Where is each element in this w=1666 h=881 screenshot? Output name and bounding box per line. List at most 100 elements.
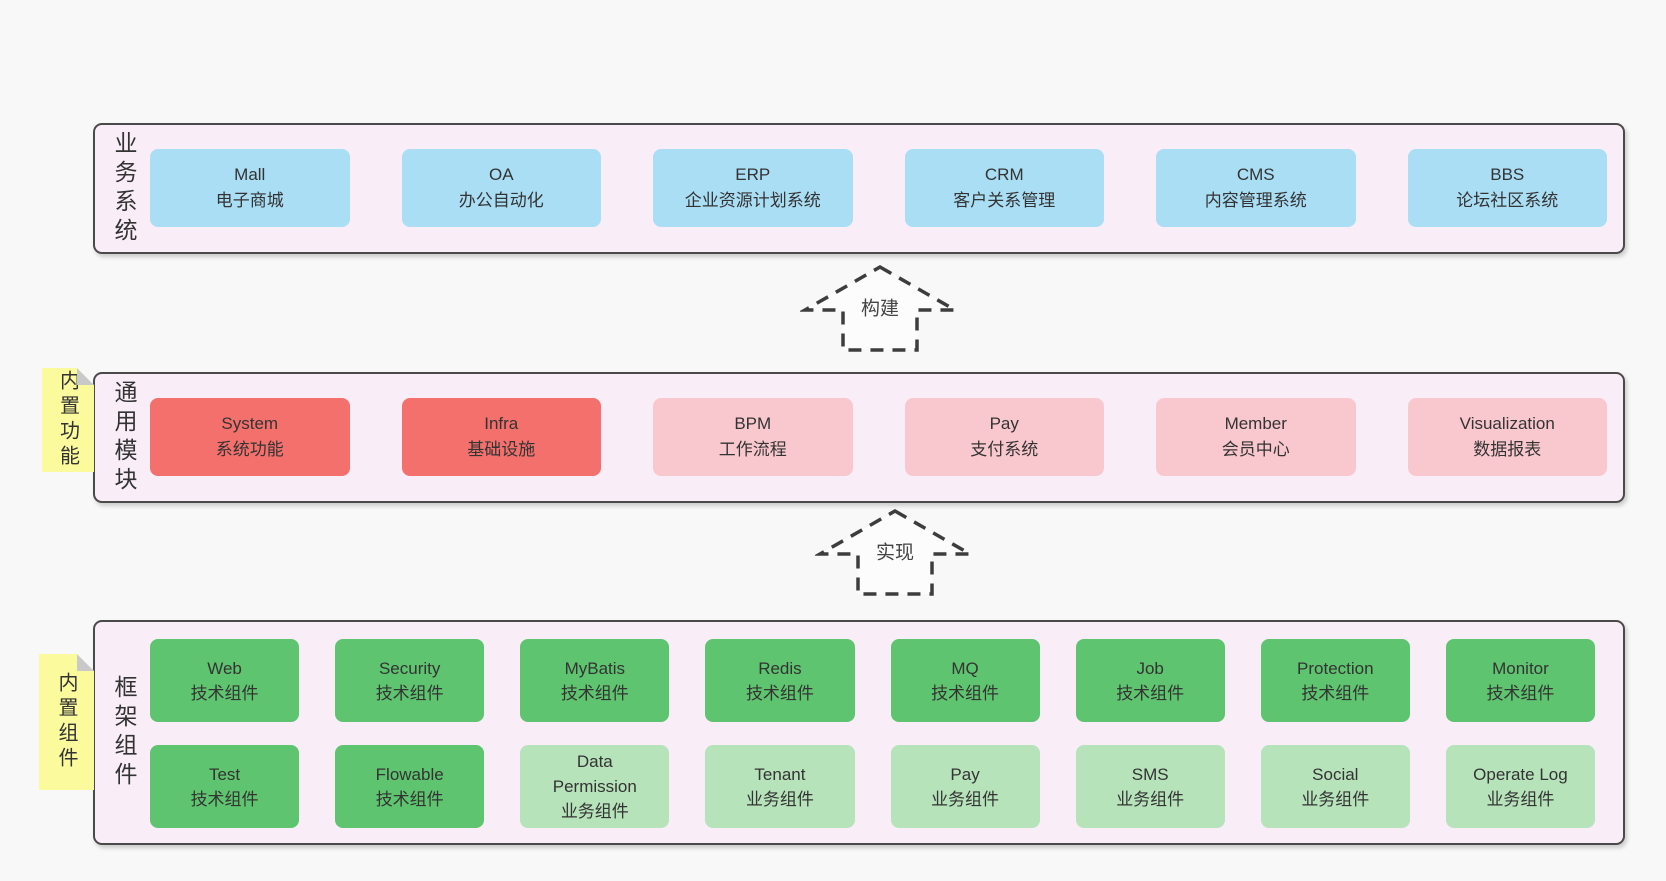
box-subtitle: 业务组件 <box>745 789 814 809</box>
box-sms: SMS 业务组件 <box>1075 745 1225 828</box>
box-system: System 系统功能 <box>150 398 350 476</box>
box-subtitle: 业务组件 <box>1486 789 1555 809</box>
box-monitor: Monitor 技术组件 <box>1445 639 1595 722</box>
box-erp: ERP 企业资源计划系统 <box>653 149 853 227</box>
box-title: Tenant <box>754 764 806 784</box>
box-title: Operate Log <box>1473 764 1568 784</box>
box-subtitle: 内容管理系统 <box>1204 191 1307 210</box>
box-subtitle: 业务组件 <box>1301 789 1370 809</box>
box-subtitle: 数据报表 <box>1473 440 1542 459</box>
common-modules-band: 通用模块 System 系统功能 Infra 基础设施 BPM 工作流程 Pay… <box>93 372 1625 503</box>
box-title: Flowable <box>375 764 444 784</box>
box-subtitle: 技术组件 <box>745 683 814 703</box>
box-title: Web <box>207 658 242 678</box>
modules-box-row: System 系统功能 Infra 基础设施 BPM 工作流程 Pay 支付系统… <box>150 398 1607 476</box>
sticky-label: 内置组件 <box>55 672 77 772</box>
box-subtitle: 技术组件 <box>1116 683 1185 703</box>
box-infra: Infra 基础设施 <box>401 398 601 476</box>
box-title: CRM <box>984 165 1024 184</box>
box-web: Web 技术组件 <box>150 639 300 722</box>
box-subtitle: 技术组件 <box>375 683 444 703</box>
box-social: Social 业务组件 <box>1260 745 1410 828</box>
box-subtitle: 技术组件 <box>190 683 259 703</box>
implement-arrow: 实现 <box>815 506 975 598</box>
components-box-row-2: Test 技术组件 Flowable 技术组件 Data Permission … <box>150 745 1595 828</box>
box-mybatis: MyBatis 技术组件 <box>520 639 670 722</box>
box-title: Protection <box>1297 658 1374 678</box>
box-title: Redis <box>758 658 802 678</box>
box-subtitle: 业务组件 <box>931 789 1000 809</box>
business-systems-band: 业务系统 Mall 电子商城 OA 办公自动化 ERP 企业资源计划系统 CRM… <box>93 123 1625 254</box>
box-subtitle: 技术组件 <box>931 683 1000 703</box>
box-title: CMS <box>1236 165 1275 184</box>
box-subtitle: 客户关系管理 <box>953 191 1056 210</box>
folded-corner-icon <box>77 654 94 671</box>
box-job: Job 技术组件 <box>1075 639 1225 722</box>
box-visualization: Visualization 数据报表 <box>1407 398 1607 476</box>
box-member: Member 会员中心 <box>1156 398 1356 476</box>
box-title: Mall <box>234 165 266 184</box>
components-band-label: 框架组件 <box>111 674 137 791</box>
box-subtitle: 技术组件 <box>1301 683 1370 703</box>
box-mall: Mall 电子商城 <box>150 149 350 227</box>
box-title: System <box>221 414 279 433</box>
box-redis: Redis 技术组件 <box>705 639 855 722</box>
box-subtitle: 业务组件 <box>1116 789 1185 809</box>
box-pay: Pay 支付系统 <box>904 398 1104 476</box>
build-arrow: 构建 <box>800 262 960 354</box>
business-band-label: 业务系统 <box>111 130 137 247</box>
box-subtitle: 支付系统 <box>970 440 1039 459</box>
box-subtitle: 企业资源计划系统 <box>684 191 821 210</box>
folded-corner-icon <box>77 368 94 385</box>
box-subtitle: 办公自动化 <box>458 191 544 210</box>
box-subtitle: 论坛社区系统 <box>1456 191 1559 210</box>
box-operate-log: Operate Log 业务组件 <box>1445 745 1595 828</box>
box-subtitle: 电子商城 <box>215 191 284 210</box>
box-mq: MQ 技术组件 <box>890 639 1040 722</box>
box-title: Test <box>208 764 241 784</box>
box-crm: CRM 客户关系管理 <box>904 149 1104 227</box>
box-security: Security 技术组件 <box>335 639 485 722</box>
box-title: Pay <box>950 764 980 784</box>
business-box-row: Mall 电子商城 OA 办公自动化 ERP 企业资源计划系统 CRM 客户关系… <box>150 149 1607 227</box>
box-cms: CMS 内容管理系统 <box>1156 149 1356 227</box>
box-oa: OA 办公自动化 <box>401 149 601 227</box>
box-flowable: Flowable 技术组件 <box>335 745 485 828</box>
box-title: Pay <box>989 414 1019 433</box>
box-title: Social <box>1312 764 1359 784</box>
sticky-label: 内置功能 <box>56 370 79 470</box>
box-title: BPM <box>734 414 772 433</box>
box-test: Test 技术组件 <box>150 745 300 828</box>
box-title: ERP <box>735 165 771 184</box>
box-subtitle: 技术组件 <box>1486 683 1555 703</box>
box-subtitle: 会员中心 <box>1221 440 1290 459</box>
box-subtitle: 技术组件 <box>560 683 629 703</box>
box-subtitle: 技术组件 <box>375 789 444 809</box>
box-bpm: BPM 工作流程 <box>653 398 853 476</box>
box-title: Security <box>378 658 441 678</box>
box-subtitle: 业务组件 <box>560 802 629 821</box>
box-title: BBS <box>1490 165 1525 184</box>
box-title: Visualization <box>1459 414 1555 433</box>
box-title: Member <box>1224 414 1287 433</box>
box-title: Job <box>1136 658 1164 678</box>
implement-arrow-label: 实现 <box>871 536 919 566</box>
modules-band-label: 通用模块 <box>111 379 137 496</box>
box-title: SMS <box>1131 764 1169 784</box>
box-title: MyBatis <box>564 658 626 678</box>
box-subtitle: 技术组件 <box>190 789 259 809</box>
box-bbs: BBS 论坛社区系统 <box>1407 149 1607 227</box>
built-in-functions-sticky: 内置功能 <box>42 368 94 472</box>
box-subtitle: 系统功能 <box>215 440 284 459</box>
box-tenant: Tenant 业务组件 <box>705 745 855 828</box>
build-arrow-label: 构建 <box>856 292 904 322</box>
box-subtitle: 工作流程 <box>718 440 787 459</box>
built-in-components-sticky: 内置组件 <box>39 654 94 790</box>
box-title: Data Permission <box>552 752 637 796</box>
box-data-permission: Data Permission 业务组件 <box>520 745 670 828</box>
box-title: Monitor <box>1492 658 1549 678</box>
box-pay-biz: Pay 业务组件 <box>890 745 1040 828</box>
box-subtitle: 基础设施 <box>467 440 536 459</box>
components-box-row-1: Web 技术组件 Security 技术组件 MyBatis 技术组件 Redi… <box>150 639 1595 722</box>
